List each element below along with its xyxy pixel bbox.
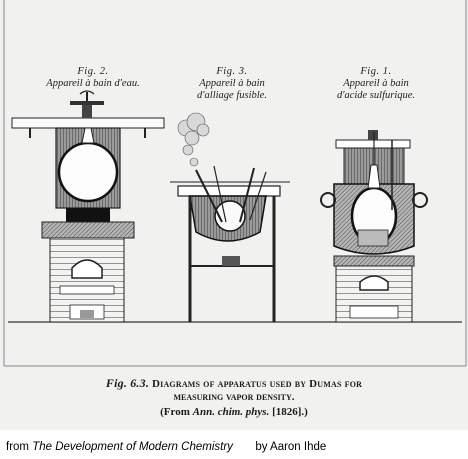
credit-author: by Aaron Ihde [255,441,327,453]
caption-figure-number: Fig. 6.3. [105,376,150,390]
fig3-label: Fig. 3. Appareil à bain d'alliage fusibl… [172,66,292,102]
fig1-label: Fig. 1. Appareil à bain d'acide sulfuriq… [316,66,436,102]
caption-source-pre: (From [160,406,193,418]
fig1-apparatus [320,130,428,323]
caption-line1-text: Diagrams of apparatus used by Dumas for [151,378,363,390]
credit-book-title: The Development of Modern Chemistry [32,441,233,453]
fig3-caption-line1: Appareil à bain [199,78,265,89]
caption-line2: measuring vapor density. [173,391,295,403]
caption-line3: (From Ann. chim. phys. [1826].) [0,406,468,418]
fig1-number: Fig. 1. [360,66,392,77]
fig3-caption-line2: d'alliage fusible. [197,90,267,101]
caption-source-post: [1826].) [269,406,308,418]
fig2-label: Fig. 2. Appareil à bain d'eau. [28,66,158,90]
fig3-number: Fig. 3. [216,66,248,77]
fig2-apparatus [11,90,165,323]
fig2-number: Fig. 2. [77,66,109,77]
engraving-plate: Fig. 2. Appareil à bain d'eau. Fig. 3. A… [0,0,468,430]
fig3-apparatus [170,112,290,322]
source-credit: from The Development of Modern Chemistry… [6,441,326,453]
apparatus-engraving [3,0,467,367]
fig2-caption: Appareil à bain d'eau. [46,78,140,89]
credit-from: from [6,441,29,453]
fig1-caption-line2: d'acide sulfurique. [336,90,416,101]
caption-source-journal: Ann. chim. phys. [192,406,270,418]
caption-line1: Fig. 6.3. Diagrams of apparatus used by … [0,376,468,391]
fig1-caption-line1: Appareil à bain [343,78,409,89]
